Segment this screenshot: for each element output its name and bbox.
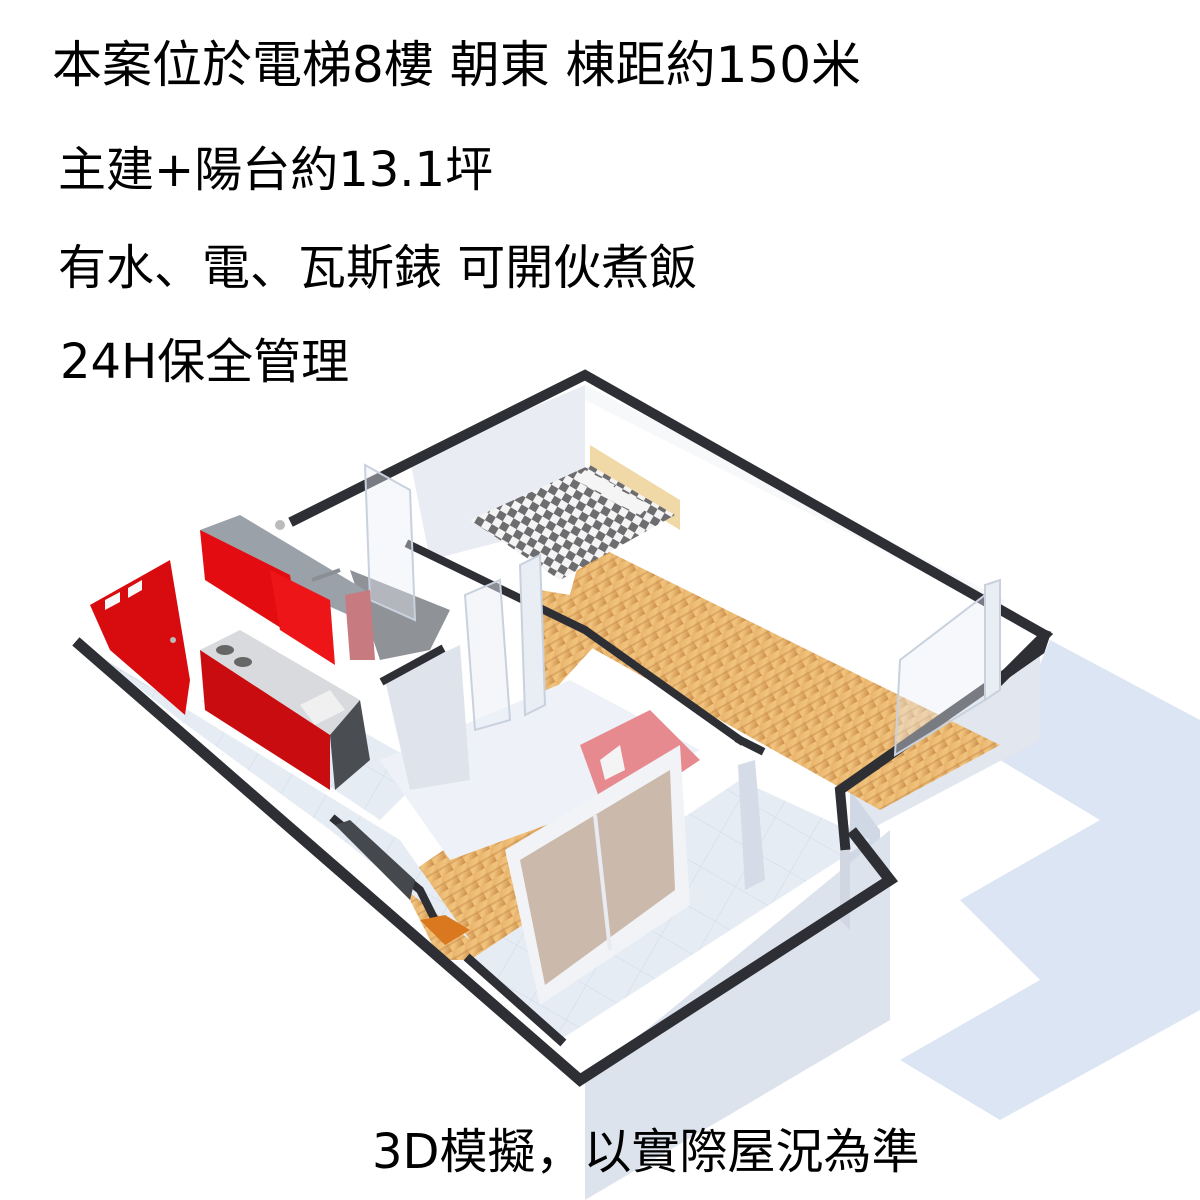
- tv-cabinet: [335, 820, 470, 945]
- living-sliding-door: [505, 745, 690, 1005]
- ground-shadow: [900, 640, 1200, 1120]
- bedroom-floor: [560, 540, 1000, 810]
- listing-line-utilities: 有水、電、瓦斯錶 可開伙煮飯: [58, 240, 698, 296]
- bathroom-fixtures: [275, 520, 375, 660]
- glass-partitions: [363, 463, 1001, 757]
- kitchen-counter: [200, 630, 370, 790]
- front-door: [90, 560, 190, 715]
- listing-line-location: 本案位於電梯8樓 朝東 棟距約150米: [52, 36, 862, 94]
- sink: [300, 690, 345, 725]
- bathroom-floor: [350, 570, 450, 660]
- listing-line-area: 主建+陽台約13.1坪: [58, 142, 494, 198]
- bed: [470, 445, 680, 580]
- kitchen-upper-cabinets: [200, 515, 365, 665]
- disclaimer-text: 3D模擬，以實際屋況為準: [372, 1124, 920, 1180]
- listing-line-security: 24H保全管理: [60, 334, 350, 390]
